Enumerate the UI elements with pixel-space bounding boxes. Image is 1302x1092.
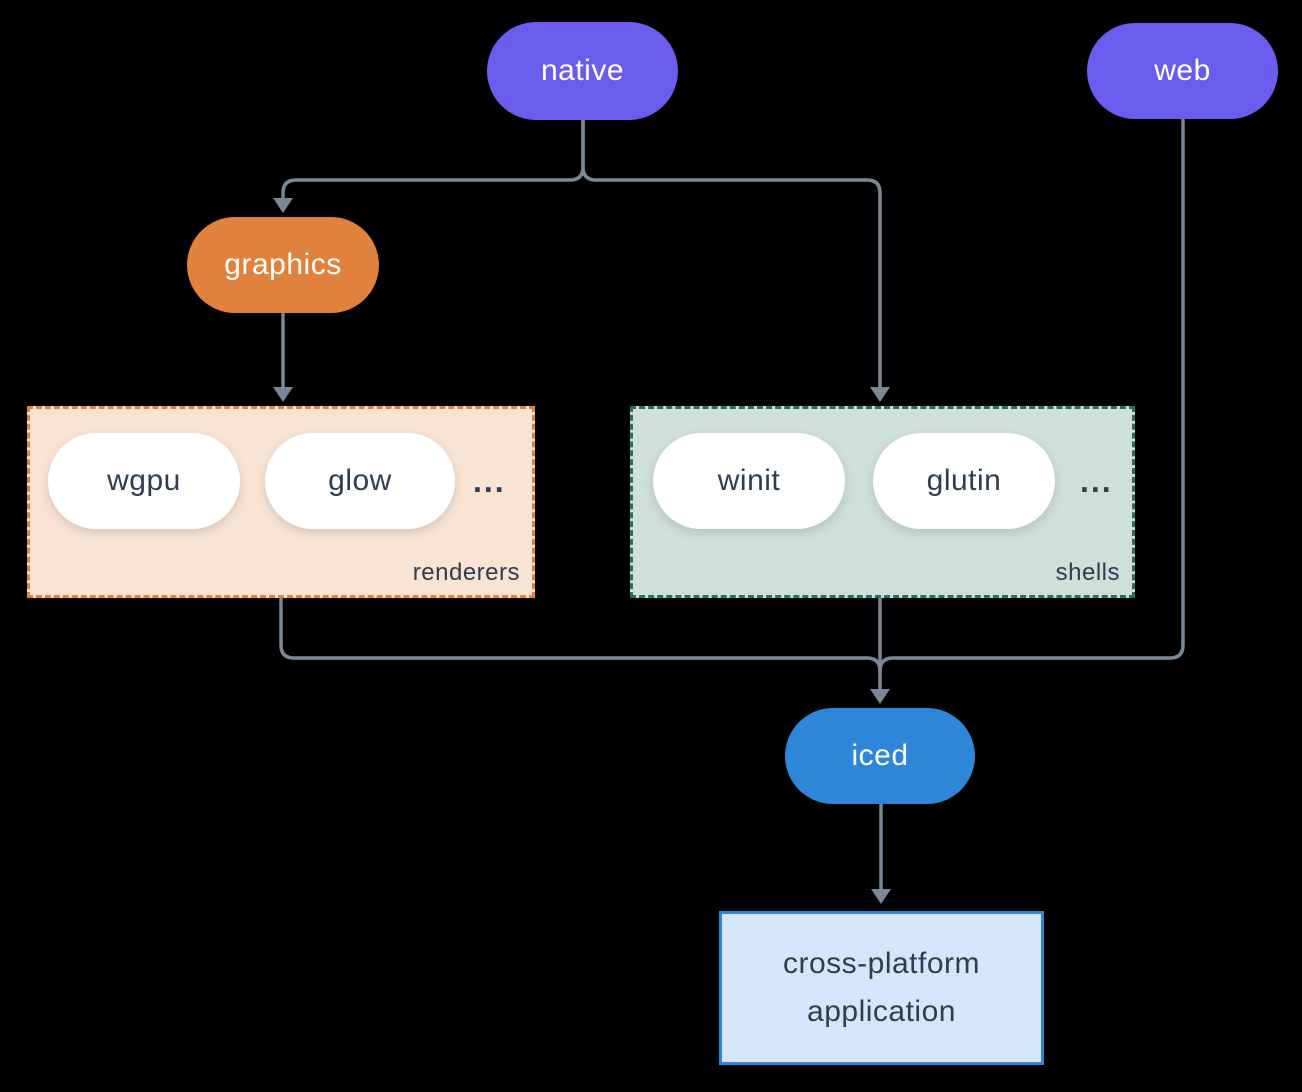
arrowhead-graphics [273, 198, 293, 213]
shells-ellipsis: ... [1080, 462, 1113, 499]
group-shells: winit glutin ... shells [630, 406, 1135, 598]
pill-glutin: glutin [873, 433, 1055, 529]
application-label-line2: application [807, 995, 956, 1028]
pill-glow-label: glow [328, 464, 392, 497]
node-native-label: native [540, 54, 625, 87]
pill-winit: winit [653, 433, 845, 529]
pill-winit-label: winit [717, 464, 781, 497]
arrowhead-application [871, 889, 891, 904]
node-native: native [487, 22, 678, 120]
node-graphics: graphics [187, 217, 379, 313]
node-iced: iced [785, 708, 975, 804]
node-iced-label: iced [851, 739, 909, 772]
node-graphics-label: graphics [224, 248, 342, 281]
shells-group-label: shells [1055, 559, 1120, 586]
renderers-group-label: renderers [412, 559, 520, 586]
pill-glow: glow [265, 433, 455, 529]
arrowhead-renderers [273, 387, 293, 402]
pill-wgpu: wgpu [48, 433, 240, 529]
node-web: web [1087, 23, 1278, 119]
pill-wgpu-label: wgpu [107, 464, 181, 497]
arrowhead-shells [870, 387, 890, 402]
application-label-line1: cross-platform [782, 947, 981, 980]
edge-native-to-shells [581, 118, 882, 389]
node-cross-platform-application: cross-platform application [719, 911, 1044, 1065]
renderers-ellipsis: ... [473, 462, 506, 499]
arrowhead-iced [870, 689, 890, 704]
node-web-label: web [1154, 54, 1211, 87]
group-renderers: wgpu glow ... renderers [27, 406, 535, 598]
pill-glutin-label: glutin [926, 464, 1002, 497]
edge-native-to-graphics [281, 118, 585, 200]
edge-renderers-to-iced [279, 596, 882, 673]
